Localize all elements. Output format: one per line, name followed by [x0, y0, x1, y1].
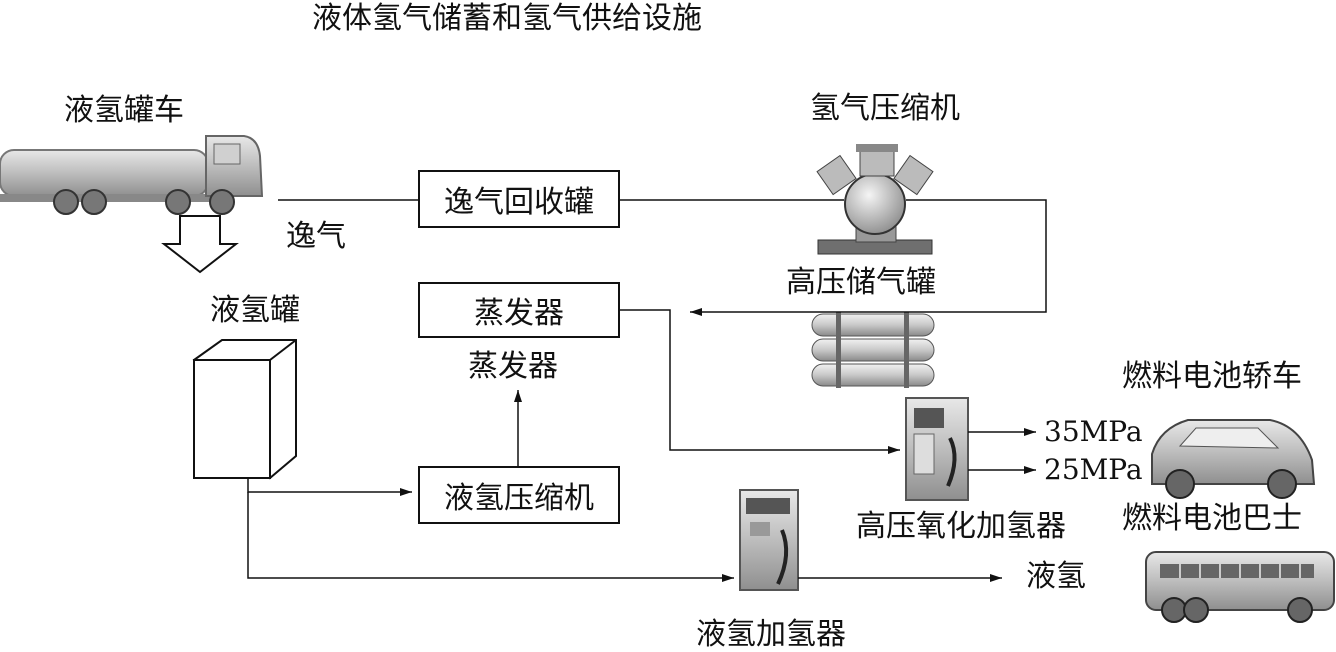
h2-compressor-icon [816, 144, 934, 255]
label-lh2-tank: 液氢罐 [210, 293, 300, 328]
hp-dispenser-icon [905, 397, 969, 501]
evaporator-box: 蒸发器 [418, 282, 620, 338]
diagram-title: 液体氢气储蓄和氢气供给设施 [312, 1, 702, 36]
line-evaporator-to-dispenser [620, 309, 900, 454]
label-pressure-25: 25MPa [1044, 453, 1143, 486]
line-compressor-to-evaporator [690, 199, 1047, 316]
label-boiloff-gas: 逸气 [286, 219, 346, 254]
lh2-tank-icon [192, 339, 297, 480]
label-h2-compressor: 氢气压缩机 [810, 91, 960, 126]
line-tank-to-lh2dispenser [247, 492, 734, 582]
boiloff-tank-box: 逸气回收罐 [418, 170, 620, 228]
label-pressure-35: 35MPa [1044, 415, 1143, 448]
label-hp-dispenser: 高压氧化加氢器 [856, 509, 1066, 544]
unload-arrow-icon [161, 215, 239, 274]
tanker-truck-icon [0, 135, 264, 215]
label-fc-car: 燃料电池轿车 [1122, 359, 1302, 394]
label-evaporator-caption: 蒸发器 [468, 349, 558, 384]
label-liquid-h2: 液氢 [1026, 559, 1086, 594]
flow-lines [247, 199, 1047, 582]
hp-storage-cylinders-icon [811, 312, 935, 388]
line-tank-to-lh2comp [247, 478, 412, 496]
label-fc-bus: 燃料电池巴士 [1122, 501, 1302, 536]
fc-bus-icon [1145, 551, 1335, 623]
label-hp-storage: 高压储气罐 [786, 265, 936, 300]
label-tanker-truck: 液氢罐车 [64, 93, 184, 128]
lh2-compressor-box: 液氢压缩机 [418, 466, 620, 524]
fc-car-icon [1151, 419, 1316, 499]
lh2-dispenser-icon [739, 489, 799, 591]
label-lh2-dispenser: 液氢加氢器 [696, 617, 846, 652]
